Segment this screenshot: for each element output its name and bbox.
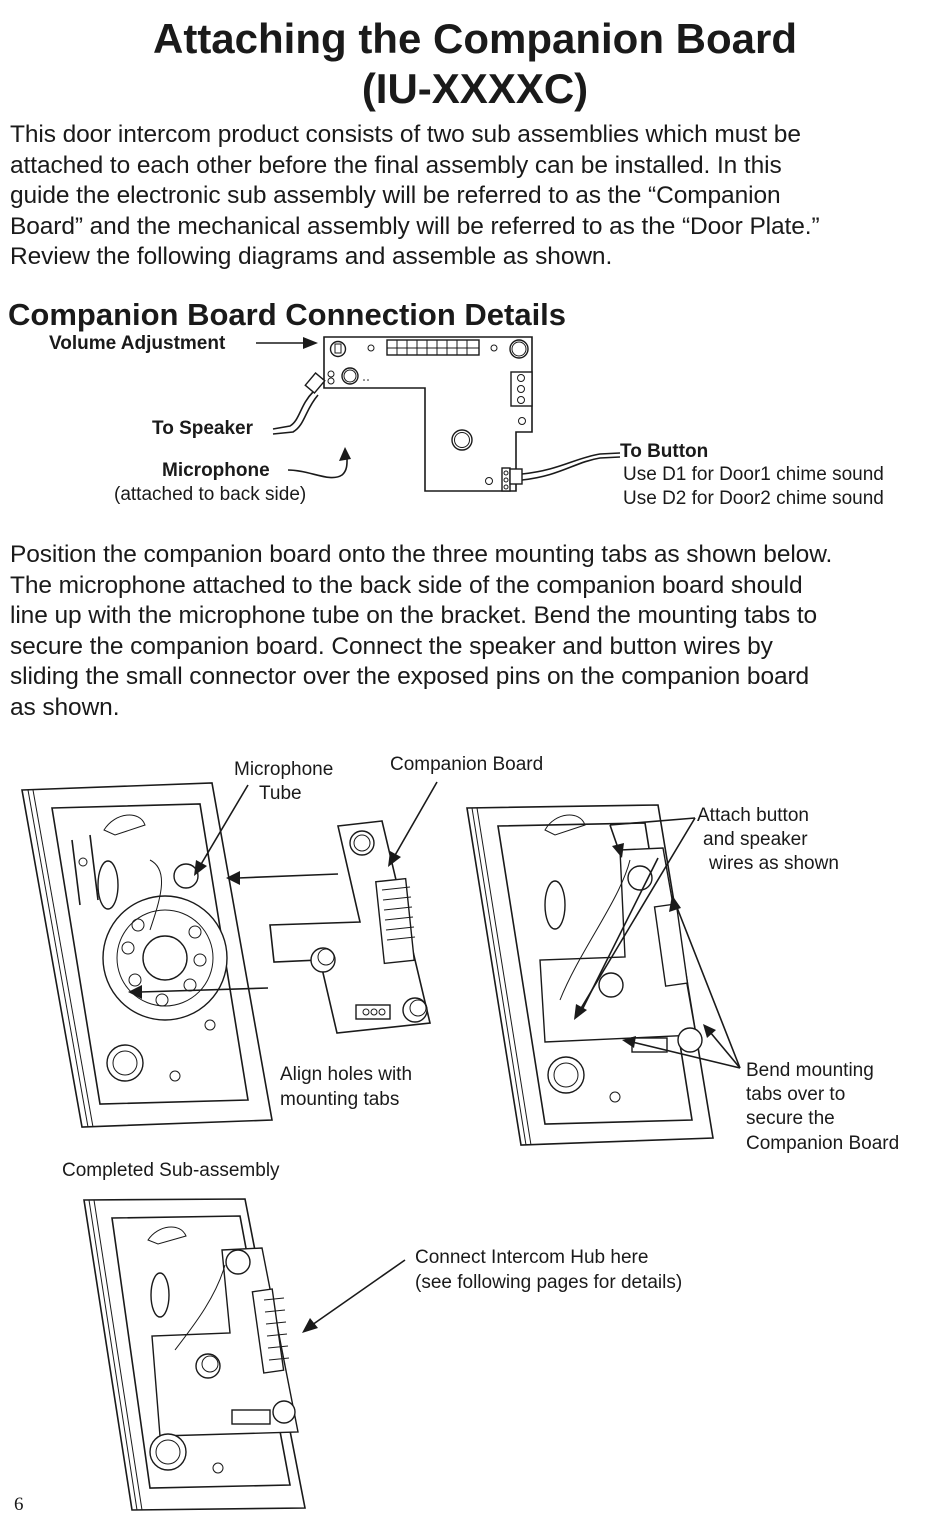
companion-board-diagram	[256, 336, 621, 492]
arrow-icon	[388, 851, 401, 867]
label-d2-note: Use D2 for Door2 chime sound	[623, 488, 884, 509]
arrow-icon	[128, 985, 142, 999]
door-plate-exploded	[21, 782, 273, 1128]
board-outline	[323, 336, 533, 492]
label-microphone-tube-1: Microphone	[234, 759, 334, 780]
label-attach-1: Attach button	[697, 805, 809, 826]
instruction-line: as shown.	[10, 693, 120, 721]
volume-pot-icon	[329, 340, 347, 358]
label-connect-hub-2: (see following pages for details)	[415, 1272, 683, 1293]
label-completed-subassembly: Completed Sub-assembly	[62, 1160, 280, 1181]
arrow-icon	[703, 1024, 716, 1038]
label-bend-3: secure the	[746, 1108, 835, 1129]
microphone-arrow-icon	[339, 447, 351, 461]
intro-paragraph: This door intercom product consists of t…	[10, 120, 945, 273]
volume-arrow-icon	[303, 337, 318, 349]
label-attach-3: wires as shown	[709, 853, 839, 874]
label-align-1: Align holes with	[280, 1064, 413, 1085]
door-plate-installed	[466, 804, 714, 1146]
label-microphone-tube-2: Tube	[259, 783, 302, 804]
intro-line: Board” and the mechanical assembly will …	[10, 212, 820, 240]
label-companion-board: Companion Board	[390, 754, 544, 775]
page-title-line-2: (IU-XXXXC)	[361, 65, 589, 112]
label-to-button: To Button	[620, 441, 709, 462]
label-to-speaker: To Speaker	[152, 418, 254, 439]
arrow-icon	[302, 1318, 318, 1333]
instruction-line: The microphone attached to the back side…	[10, 571, 803, 599]
intro-line: guide the electronic sub assembly will b…	[10, 182, 781, 209]
instruction-line: sliding the small connector over the exp…	[10, 663, 810, 690]
arrow-icon	[226, 871, 240, 885]
label-d1-note: Use D1 for Door1 chime sound	[623, 464, 884, 485]
label-bend-2: tabs over to	[746, 1084, 846, 1105]
door-plate-completed	[83, 1198, 306, 1511]
button-wire	[521, 452, 621, 475]
intro-line: This door intercom product consists of t…	[10, 121, 801, 148]
instruction-line: line up with the microphone tube on the …	[10, 602, 818, 629]
page-number: 6	[14, 1494, 24, 1515]
label-microphone: Microphone	[162, 460, 270, 481]
instruction-line: Position the companion board onto the th…	[10, 541, 833, 568]
arrow-icon	[669, 895, 681, 912]
label-align-2: mounting tabs	[280, 1089, 400, 1110]
instruction-line: secure the companion board. Connect the …	[10, 632, 773, 660]
instructions-paragraph: Position the companion board onto the th…	[10, 540, 945, 723]
arrow-icon	[612, 843, 624, 858]
arrow-icon	[622, 1036, 636, 1048]
page-title-line-1: Attaching the Companion Board	[153, 15, 797, 62]
label-microphone-note: (attached to back side)	[114, 484, 307, 505]
label-bend-4: Companion Board	[746, 1133, 900, 1154]
intro-line: attached to each other before the final …	[10, 151, 782, 179]
speaker-wire	[272, 391, 314, 430]
label-attach-2: and speaker	[703, 829, 808, 850]
arrow-icon	[574, 1004, 587, 1020]
arrow-icon	[194, 860, 207, 876]
intro-line: Review the following diagrams and assemb…	[10, 243, 613, 270]
section-heading: Companion Board Connection Details	[8, 297, 567, 332]
label-volume-adjustment: Volume Adjustment	[49, 333, 226, 354]
label-bend-1: Bend mounting	[746, 1060, 874, 1081]
label-connect-hub-1: Connect Intercom Hub here	[415, 1247, 649, 1268]
companion-board-exploded	[269, 820, 431, 1034]
